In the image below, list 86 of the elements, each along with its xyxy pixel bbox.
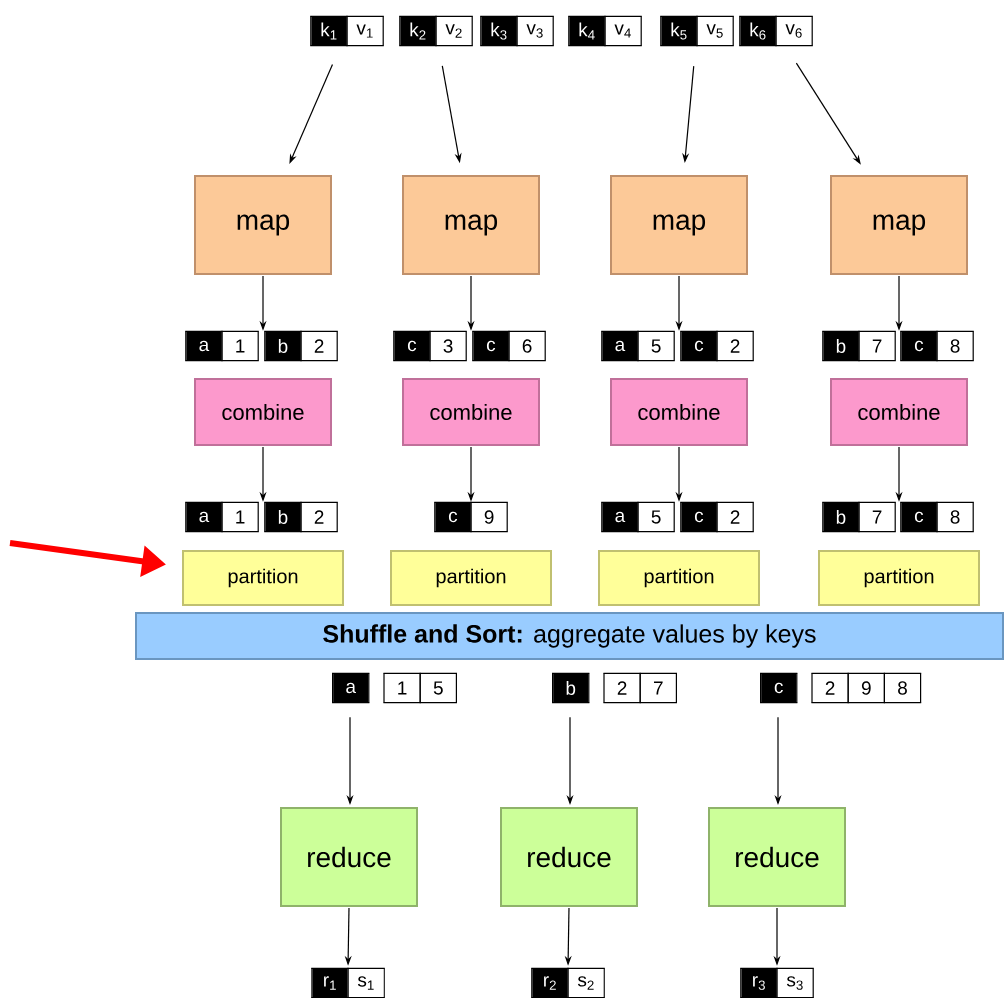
key-value-pair: k$_{3}$ v$_{3}$ — [479, 15, 555, 47]
key-value-pair: b 2 — [263, 330, 339, 362]
key-value-pair: k$_{2}$ v$_{2}$ — [398, 15, 474, 47]
shuffle-band: Shuffle and Sort: aggregate values by keys — [135, 612, 1004, 660]
combine-box: combine — [194, 378, 332, 446]
node-label: s$_{1}$ — [357, 976, 374, 990]
node-label: 1 — [398, 681, 407, 695]
map-box: map — [830, 175, 968, 275]
combine-box: combine — [830, 378, 968, 446]
node-label: 5 — [651, 510, 661, 524]
node-label: 8 — [898, 681, 907, 695]
key-value-pair: r$_{1}$ s$_{1}$ — [310, 967, 386, 998]
node-label: 9 — [861, 681, 871, 695]
key-value-pair: k$_{6}$ v$_{6}$ — [738, 15, 814, 47]
key-value-pair: c 9 — [433, 501, 509, 533]
node-label: 3 — [443, 339, 453, 353]
key-value-pair: r$_{3}$ s$_{3}$ — [739, 967, 815, 998]
key-value-pair: k$_{5}$ v$_{5}$ — [659, 15, 735, 47]
key-value-pair: c 8 — [899, 330, 975, 362]
partition-box: partition — [598, 550, 760, 606]
key-values-group: b 2 7 — [551, 672, 678, 704]
key-value-pair: k$_{4}$ v$_{4}$ — [567, 15, 643, 47]
node-label: 7 — [653, 681, 663, 695]
key-value-pair: a 5 — [600, 330, 676, 362]
partition-box: partition — [818, 550, 980, 606]
combine-box: combine — [610, 378, 748, 446]
key-value-pair: a 1 — [184, 330, 260, 362]
partition-box: partition — [390, 550, 552, 606]
key-value-pair: c 3 — [392, 330, 468, 362]
node-label: b — [836, 339, 846, 353]
reduce-box: reduce — [280, 807, 418, 907]
combine-box: combine — [402, 378, 540, 446]
node-label: 9 — [484, 510, 494, 524]
key-value-pair: a 5 — [600, 501, 676, 533]
key-values-group: c 2 9 8 — [759, 672, 922, 704]
node-label: v$_{4}$ — [614, 24, 631, 38]
node-label: k$_{4}$ — [579, 22, 595, 40]
node-label: s$_{2}$ — [577, 976, 594, 990]
node-label: 7 — [872, 339, 882, 353]
node-label: 2 — [730, 339, 740, 353]
node-label: r$_{1}$ — [324, 976, 336, 990]
node-label: 2 — [730, 510, 740, 524]
node-label: 1 — [236, 339, 245, 353]
node-label: k$_{1}$ — [321, 22, 337, 40]
node-label: 8 — [950, 510, 960, 524]
node-label: v$_{6}$ — [785, 24, 802, 38]
node-label: 1 — [236, 510, 245, 524]
node-label: a — [199, 340, 210, 352]
node-label: 2 — [314, 339, 324, 353]
node-label: k$_{2}$ — [410, 22, 426, 40]
node-label: 7 — [872, 510, 882, 524]
node-label: v$_{5}$ — [706, 24, 723, 38]
node-label: 8 — [950, 339, 960, 353]
node-label: 2 — [825, 681, 835, 695]
key-value-pair: a 1 — [184, 501, 260, 533]
key-value-pair: r$_{2}$ s$_{2}$ — [530, 967, 606, 998]
key-value-pair: c 8 — [899, 501, 975, 533]
key-value-pair: k$_{1}$ v$_{1}$ — [309, 15, 385, 47]
reduce-box: reduce — [708, 807, 846, 907]
key-value-pair: c 2 — [679, 330, 755, 362]
key-value-pair: b 2 — [263, 501, 339, 533]
node-label: c — [774, 682, 783, 694]
map-box: map — [194, 175, 332, 275]
node-label: 2 — [617, 681, 627, 695]
node-label: b — [836, 510, 846, 524]
key-value-pair: c 6 — [471, 330, 547, 362]
map-box: map — [610, 175, 748, 275]
map-box: map — [402, 175, 540, 275]
key-value-pair: b 7 — [821, 330, 897, 362]
node-label: v$_{1}$ — [356, 24, 373, 38]
node-label: 5 — [433, 681, 443, 695]
node-label: k$_{3}$ — [491, 22, 507, 40]
node-label: 6 — [522, 339, 532, 353]
node-label: v$_{2}$ — [445, 24, 462, 38]
key-value-pair: c 2 — [679, 501, 755, 533]
key-values-group: a 1 5 — [331, 672, 458, 704]
node-label: 2 — [314, 510, 324, 524]
node-label: s$_{3}$ — [786, 976, 803, 990]
node-label: a — [346, 682, 356, 694]
node-label: v$_{3}$ — [526, 24, 543, 38]
node-label: c — [407, 340, 417, 352]
key-value-pair: b 7 — [821, 501, 897, 533]
node-label: 5 — [651, 339, 661, 353]
partition-box: partition — [182, 550, 344, 606]
node-label: a — [199, 511, 210, 523]
reduce-box: reduce — [500, 807, 638, 907]
